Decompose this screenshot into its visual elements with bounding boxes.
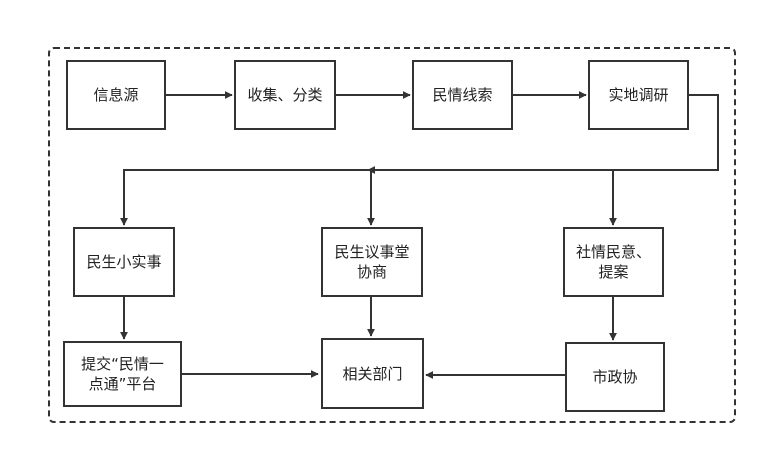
node-related-departments[interactable]: 相关部门 [321,338,424,409]
arrow-survey-to-branch [367,94,719,174]
node-source[interactable]: 信息源 [66,60,166,130]
node-opinion-proposal[interactable]: 社情民意、 提案 [563,227,664,297]
dashed-boundary [48,47,736,423]
node-cppcc[interactable]: 市政协 [565,342,665,412]
node-public-clues[interactable]: 民情线索 [412,60,513,130]
node-collect-classify[interactable]: 收集、分类 [234,60,336,130]
node-deliberation-hall[interactable]: 民生议事堂 协商 [321,227,423,297]
node-small-matters[interactable]: 民生小实事 [73,227,175,297]
node-field-survey[interactable]: 实地调研 [588,60,689,130]
node-platform-submit[interactable]: 提交“民情一 点通”平台 [63,341,182,407]
connector-branch-left [120,169,371,226]
